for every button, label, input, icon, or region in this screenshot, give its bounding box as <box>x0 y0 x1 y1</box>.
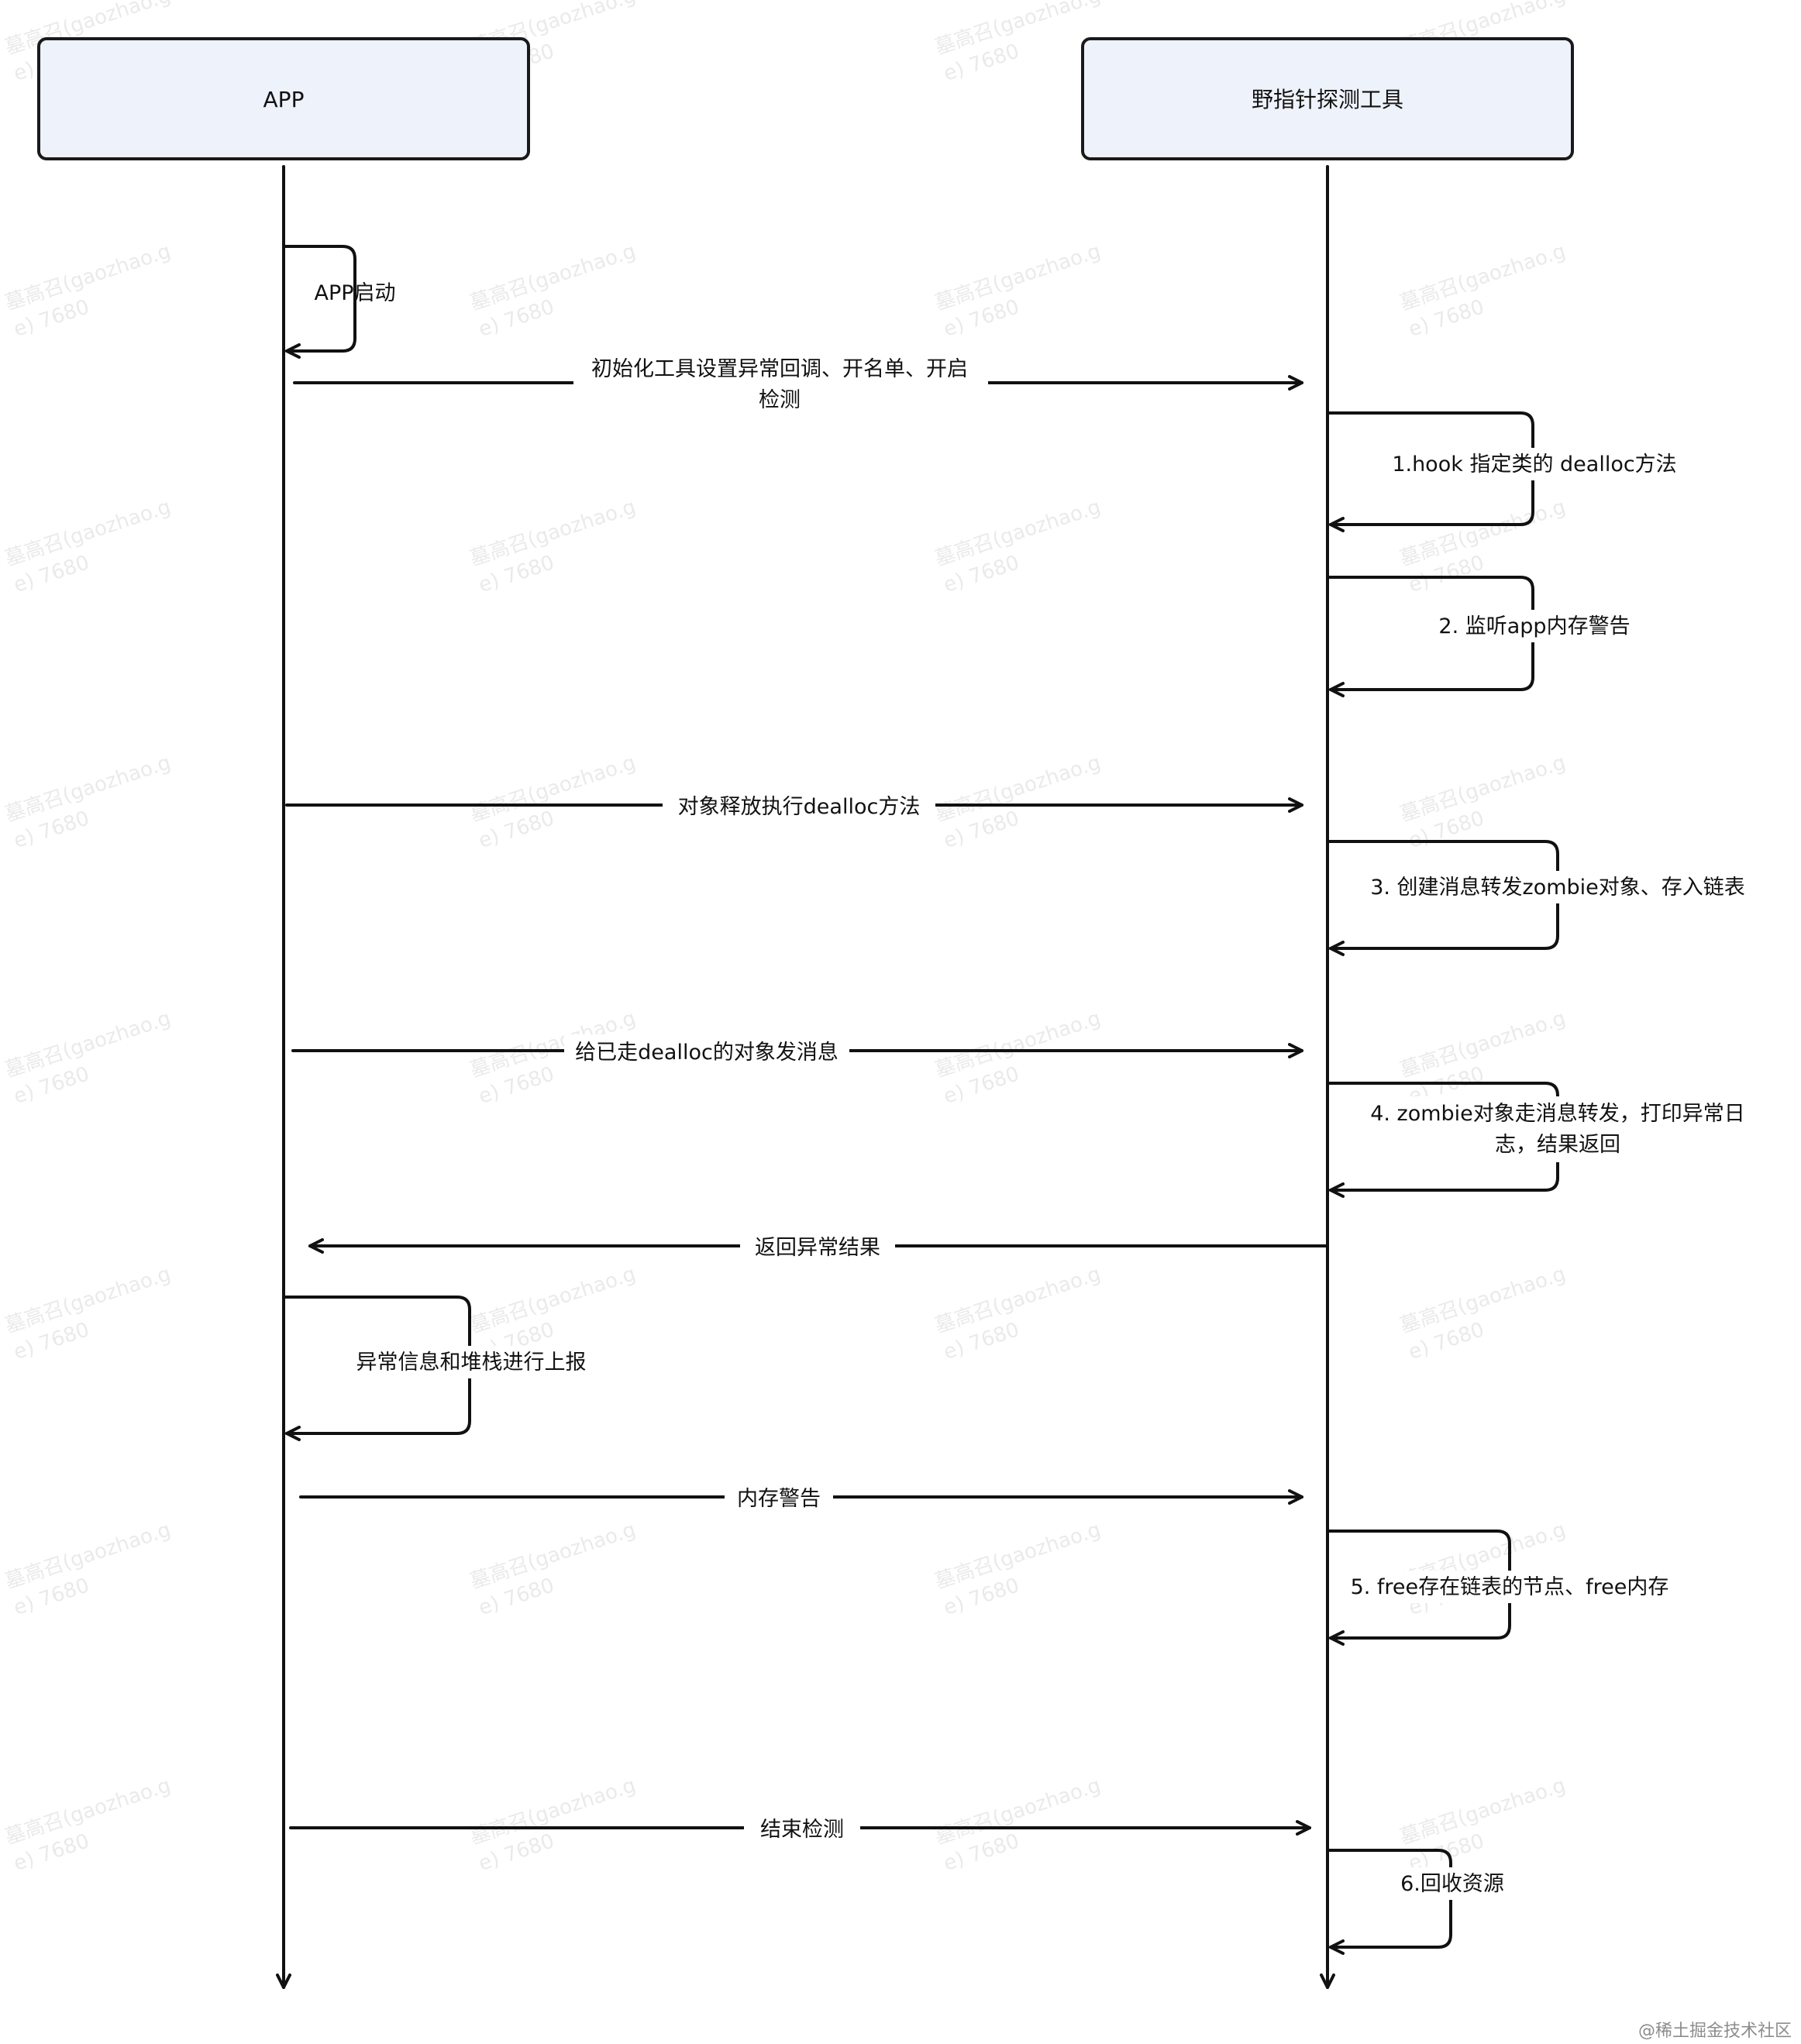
watermark-text-line1: 墓高召(gaozhao.g <box>467 1518 639 1593</box>
watermark-text-line1: 墓高召(gaozhao.g <box>467 1262 639 1337</box>
watermark-tile: 墓高召(gaozhao.ge) 7680 <box>932 1774 1104 1876</box>
watermark-text-line1: 墓高召(gaozhao.g <box>1397 1262 1569 1337</box>
label-bg-forward <box>1364 1096 1751 1162</box>
msg-return-result: 返回异常结果 <box>755 1236 880 1260</box>
msg-create-zombie: 3. 创建消息转发zombie对象、存入链表 <box>1370 876 1745 900</box>
watermark-tile: 墓高召(gaozhao.ge) 7680 <box>1397 239 1569 342</box>
watermark-text-line1: 墓高召(gaozhao.g <box>932 239 1104 315</box>
watermark-text-line1: 墓高召(gaozhao.g <box>1397 1007 1569 1082</box>
actor-tool-label: 野指针探测工具 <box>1252 87 1403 112</box>
watermark-tile: 墓高召(gaozhao.ge) 7680 <box>2 1518 174 1620</box>
watermark-tile: 墓高召(gaozhao.ge) 7680 <box>1397 751 1569 853</box>
watermark-tile: 墓高召(gaozhao.ge) 7680 <box>2 1774 174 1876</box>
watermark-text-line1: 墓高召(gaozhao.g <box>2 1774 174 1849</box>
watermark-text-line1: 墓高召(gaozhao.g <box>467 1774 639 1849</box>
label-bg-memwarn <box>725 1481 833 1513</box>
label-bg-end <box>744 1812 860 1844</box>
watermark-tile: 墓高召(gaozhao.ge) 7680 <box>1397 1262 1569 1364</box>
msg-listen-memory: 2. 监听app内存警告 <box>1438 614 1630 638</box>
msg-report: 异常信息和堆栈进行上报 <box>356 1351 587 1375</box>
watermark-text-line1: 墓高召(gaozhao.g <box>932 1262 1104 1337</box>
watermark-tile: 墓高召(gaozhao.ge) 7680 <box>932 751 1104 853</box>
watermark-tile: 墓高召(gaozhao.ge) 7680 <box>467 239 639 342</box>
watermark-tile: 墓高召(gaozhao.ge) 7680 <box>1397 495 1569 597</box>
msg-end-detection: 结束检测 <box>760 1818 844 1842</box>
actor-app-box <box>37 37 530 160</box>
self-loop-app-start <box>282 245 356 359</box>
label-bg-report <box>345 1346 597 1378</box>
watermark-tile: 墓高召(gaozhao.ge) 7680 <box>467 495 639 597</box>
label-bg-listen <box>1434 610 1635 642</box>
watermark-text-line1: 墓高召(gaozhao.g <box>932 1007 1104 1082</box>
label-bg-free <box>1347 1571 1672 1603</box>
watermark-tile: 墓高召(gaozhao.ge) 7680 <box>2 1007 174 1109</box>
watermark-tile: 墓高召(gaozhao.ge) 7680 <box>1397 1774 1569 1876</box>
msg-init-tool-line2: 检测 <box>759 388 801 412</box>
label-bg-send <box>564 1034 849 1067</box>
actor-app-label: APP <box>263 87 305 112</box>
actor-tool: 野指针探测工具 <box>1081 37 1574 160</box>
watermark-text-line1: 墓高召(gaozhao.g <box>467 751 639 826</box>
watermark-layer: 墓高召(gaozhao.ge) 7680 墓高召(gaozhao.ge) 7680… <box>2 0 1569 1876</box>
watermark-tile: 墓高召(gaozhao.ge) 7680 <box>2 751 174 853</box>
watermark-text-line1: 墓高召(gaozhao.g <box>932 1774 1104 1849</box>
watermark-tile: 墓高召(gaozhao.ge) 7680 <box>467 1774 639 1876</box>
watermark-text-line1: 墓高召(gaozhao.g <box>1397 495 1569 570</box>
watermark-tile: 墓高召(gaozhao.ge) 7680 <box>467 1518 639 1620</box>
watermark-tile: 墓高召(gaozhao.ge) 7680 <box>932 1262 1104 1364</box>
watermark-text-line1: 墓高召(gaozhao.g <box>932 1518 1104 1593</box>
msg-recycle: 6.回收资源 <box>1400 1872 1504 1896</box>
watermark-text-line1: 墓高召(gaozhao.g <box>1397 1774 1569 1849</box>
actor-app: APP <box>37 37 530 160</box>
msg-object-dealloc: 对象释放执行dealloc方法 <box>678 795 921 819</box>
watermark-text-line1: 墓高召(gaozhao.g <box>932 751 1104 826</box>
watermark-text-line1: 墓高召(gaozhao.g <box>1397 239 1569 315</box>
watermark-tile: 墓高召(gaozhao.ge) 7680 <box>932 495 1104 597</box>
label-bg-zombie <box>1364 871 1751 903</box>
watermark-tile: 墓高召(gaozhao.ge) 7680 <box>1397 1518 1569 1620</box>
watermark-tile: 墓高召(gaozhao.ge) 7680 <box>2 495 174 597</box>
watermark-text-line1: 墓高召(gaozhao.g <box>1397 751 1569 826</box>
footer-watermark: @稀土掘金技术社区 <box>1638 2022 1792 2041</box>
watermark-text-line1: 墓高召(gaozhao.g <box>2 239 174 315</box>
msg-zombie-forward-line1: 4. zombie对象走消息转发，打印异常日 <box>1370 1102 1745 1126</box>
msg-init-tool-line1: 初始化工具设置异常回调、开名单、开启 <box>591 357 968 381</box>
label-bg-dealloc <box>663 789 935 821</box>
watermark-tile: 墓高召(gaozhao.ge) 7680 <box>1397 1007 1569 1109</box>
actor-tool-box <box>1081 37 1574 160</box>
label-bg-hook <box>1387 448 1682 480</box>
label-bg-init <box>573 353 988 418</box>
watermark-text-line1: 墓高召(gaozhao.g <box>932 495 1104 570</box>
watermark-text-line1: 墓高召(gaozhao.g <box>2 1518 174 1593</box>
msg-send-message: 给已走dealloc的对象发消息 <box>575 1041 839 1065</box>
msg-free-memory: 5. free存在链表的节点、free内存 <box>1351 1575 1669 1599</box>
label-bg-recycle <box>1395 1867 1510 1900</box>
label-bg-return <box>740 1230 895 1262</box>
watermark-text-line1: 墓高召(gaozhao.g <box>2 1007 174 1082</box>
watermark-tile: 墓高召(gaozhao.ge) 7680 <box>2 1262 174 1364</box>
watermark-tile: 墓高召(gaozhao.ge) 7680 <box>467 751 639 853</box>
watermark-text-line1: 墓高召(gaozhao.g <box>2 495 174 570</box>
watermark-text-line1: 墓高召(gaozhao.g <box>467 495 639 570</box>
watermark-text-line1: 墓高召(gaozhao.g <box>2 751 174 826</box>
watermark-text-line1: 墓高召(gaozhao.g <box>2 1262 174 1337</box>
watermark-tile: 墓高召(gaozhao.ge) 7680 <box>932 1518 1104 1620</box>
watermark-text-line1: 墓高召(gaozhao.g <box>467 239 639 315</box>
msg-memory-warning: 内存警告 <box>737 1487 821 1511</box>
watermark-tile: 墓高召(gaozhao.ge) 7680 <box>932 1007 1104 1109</box>
msg-app-start: APP启动 <box>314 281 395 305</box>
msg-hook-dealloc: 1.hook 指定类的 dealloc方法 <box>1392 453 1676 477</box>
watermark-tile: 墓高召(gaozhao.ge) 7680 <box>2 239 174 342</box>
watermark-tile: 墓高召(gaozhao.ge) 7680 <box>932 239 1104 342</box>
msg-zombie-forward-line2: 志，结果返回 <box>1495 1133 1620 1157</box>
